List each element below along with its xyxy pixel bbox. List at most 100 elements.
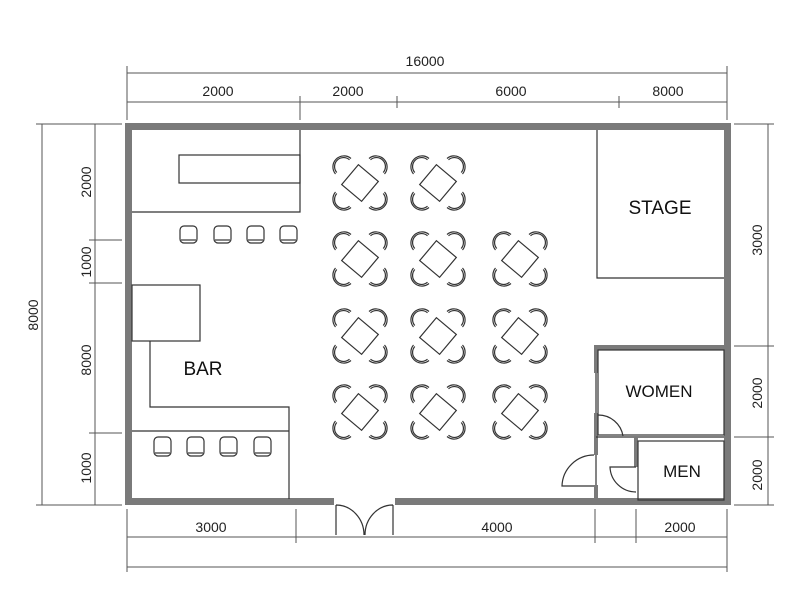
dim-right-1: 3000: [749, 224, 765, 255]
chair: [528, 384, 548, 404]
chair: [494, 233, 510, 249]
chair: [410, 191, 430, 211]
chair: [334, 193, 350, 209]
chair: [448, 346, 464, 362]
chair: [446, 231, 466, 251]
entrance-door[interactable]: [335, 504, 394, 536]
chair: [448, 193, 464, 209]
chair: [334, 346, 350, 362]
dim-top-2: 2000: [332, 83, 363, 99]
chair: [446, 308, 466, 328]
chair: [448, 386, 464, 402]
chair: [412, 157, 428, 173]
chair: [530, 386, 546, 402]
bar-stool: [186, 436, 205, 457]
chair: [492, 384, 512, 404]
chair: [410, 231, 430, 251]
bottom-dimensions: 3000 4000 2000: [126, 509, 728, 572]
table-with-chairs: [492, 231, 548, 287]
chair: [410, 308, 430, 328]
chair: [368, 267, 388, 287]
chair: [368, 344, 388, 364]
chair: [412, 422, 428, 438]
bar-stools-top: [179, 225, 298, 244]
chair: [448, 233, 464, 249]
dim-left-total: 8000: [25, 299, 41, 330]
chair: [368, 384, 388, 404]
dim-left-4: 1000: [78, 452, 94, 483]
table-with-chairs: [492, 308, 548, 364]
chair: [412, 233, 428, 249]
top-dimensions: 16000 2000 2000 6000 8000: [126, 53, 728, 120]
chair: [370, 157, 386, 173]
room-label-men: MEN: [663, 462, 701, 481]
table-with-chairs: [332, 155, 388, 211]
chair: [332, 191, 352, 211]
chair: [446, 155, 466, 175]
chair: [368, 420, 388, 440]
chair: [410, 155, 430, 175]
chair: [332, 308, 352, 328]
bar-stool: [179, 225, 198, 244]
chair: [494, 310, 510, 326]
chair: [530, 233, 546, 249]
chair: [448, 157, 464, 173]
bar-counter: [131, 284, 290, 499]
chair: [332, 155, 352, 175]
chair: [370, 386, 386, 402]
chair: [370, 193, 386, 209]
bar-stool: [279, 225, 298, 244]
right-dimensions: 3000 2000 2000: [734, 123, 774, 506]
chair: [530, 310, 546, 326]
chair: [332, 344, 352, 364]
chair: [494, 346, 510, 362]
chair: [446, 191, 466, 211]
chair: [410, 344, 430, 364]
chair: [528, 231, 548, 251]
chair: [494, 269, 510, 285]
chair: [334, 310, 350, 326]
chair: [410, 267, 430, 287]
dim-right-3: 2000: [749, 459, 765, 490]
room-label-stage: STAGE: [629, 198, 692, 219]
bar-stools-bottom: [153, 436, 272, 457]
chair: [332, 231, 352, 251]
room-label-bar: BAR: [183, 359, 222, 380]
chair: [370, 346, 386, 362]
chair: [530, 422, 546, 438]
stage: STAGE: [596, 130, 724, 279]
left-dimensions: 8000 2000 1000 8000 1000: [25, 123, 122, 506]
chair: [446, 267, 466, 287]
chair: [494, 386, 510, 402]
chair: [448, 422, 464, 438]
table-with-chairs: [492, 384, 548, 440]
chair: [446, 384, 466, 404]
chair: [492, 267, 512, 287]
chair: [446, 420, 466, 440]
chair: [528, 267, 548, 287]
bar-stool: [246, 225, 265, 244]
chair: [370, 422, 386, 438]
chair: [492, 308, 512, 328]
chair: [370, 233, 386, 249]
chair: [410, 420, 430, 440]
chair: [368, 308, 388, 328]
dim-bottom-2: 4000: [481, 519, 512, 535]
chair: [334, 422, 350, 438]
dim-top-1: 2000: [202, 83, 233, 99]
dim-top-total: 16000: [406, 53, 445, 69]
dining-tables: [332, 155, 548, 440]
chair: [370, 310, 386, 326]
chair: [492, 344, 512, 364]
table-with-chairs: [410, 384, 466, 440]
chair: [412, 193, 428, 209]
table-with-chairs: [410, 308, 466, 364]
bar-stool: [153, 436, 172, 457]
chair: [530, 269, 546, 285]
chair: [334, 386, 350, 402]
chair: [530, 346, 546, 362]
bar-stool: [213, 225, 232, 244]
table-with-chairs: [410, 231, 466, 287]
bar-stool: [219, 436, 238, 457]
